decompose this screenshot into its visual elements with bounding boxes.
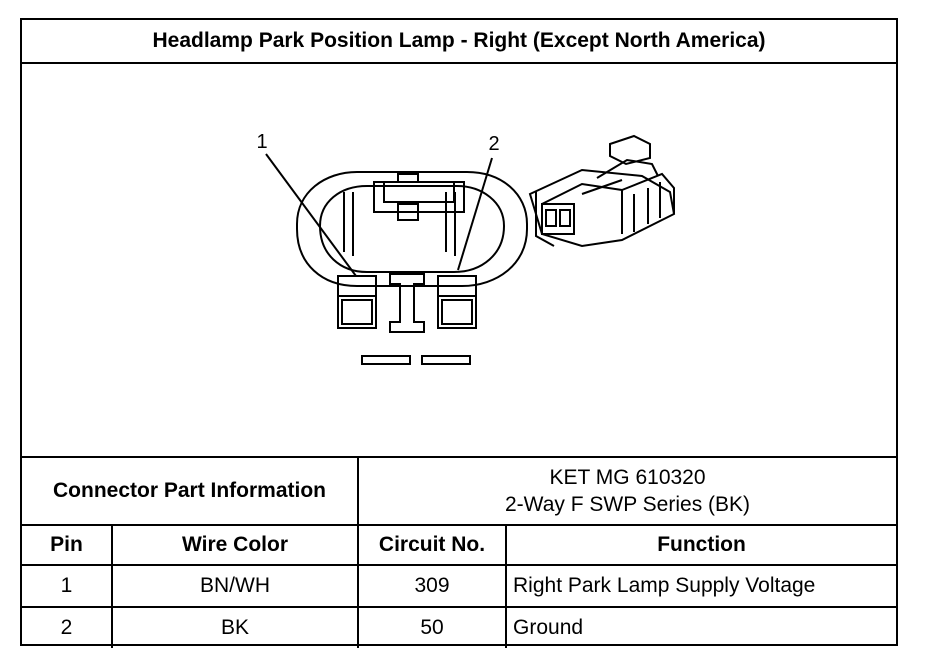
- connector-3d-view: [528, 134, 676, 248]
- connector-info-label: Connector Part Information: [22, 456, 360, 526]
- header-function: Function: [505, 524, 897, 566]
- connector-face-drawing: 1 2: [256, 131, 676, 365]
- callout-1: 1: [256, 131, 267, 153]
- connector-diagram: 1 2: [22, 64, 896, 456]
- pinout-table: Connector Part Information KET MG 610320…: [22, 456, 897, 648]
- header-wire-color: Wire Color: [110, 524, 360, 566]
- function-cell: Ground: [505, 606, 897, 648]
- function-cell: Right Park Lamp Supply Voltage: [505, 564, 897, 608]
- connector-sheet: Headlamp Park Position Lamp - Right (Exc…: [20, 18, 898, 648]
- page-title: Headlamp Park Position Lamp - Right (Exc…: [22, 20, 896, 64]
- wire-color-cell: BK: [110, 606, 360, 648]
- callout-2: 2: [488, 133, 499, 155]
- pin-cell: 2: [22, 606, 113, 648]
- table-row: 2 BK 50 Ground: [22, 606, 897, 648]
- header-circuit: Circuit No.: [357, 524, 508, 566]
- wire-color-cell: BN/WH: [110, 564, 360, 608]
- connector-description: 2-Way F SWP Series (BK): [505, 493, 751, 516]
- table-row: 1 BN/WH 309 Right Park Lamp Supply Volta…: [22, 564, 897, 608]
- table-header-row: Pin Wire Color Circuit No. Function: [22, 524, 897, 566]
- connector-part-number: KET MG 610320: [549, 466, 706, 489]
- header-pin: Pin: [22, 524, 113, 566]
- circuit-cell: 309: [357, 564, 508, 608]
- circuit-cell: 50: [357, 606, 508, 648]
- pin-cell: 1: [22, 564, 113, 608]
- connector-info-value: KET MG 610320 2-Way F SWP Series (BK): [357, 456, 897, 526]
